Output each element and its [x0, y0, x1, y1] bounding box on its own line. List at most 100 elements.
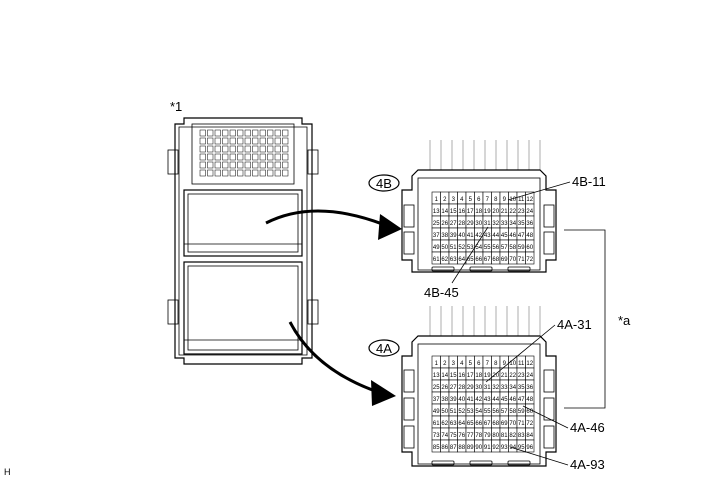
connector-4a-pin-number: 49: [433, 409, 440, 415]
connector-4b-pin-number: 45: [501, 233, 508, 239]
connector-4a-pin-number: 15: [450, 373, 457, 379]
connector-4a-pin-number: 92: [492, 445, 499, 451]
connector-4a-pin-number: 25: [433, 385, 440, 391]
ecu-terminal-grid: [199, 129, 289, 177]
arrow-to-4a: [288, 321, 396, 406]
connector-4a-pin-number: 18: [475, 373, 482, 379]
connector-4b-pin-number: 51: [450, 245, 457, 251]
ecu-terminal-cell: [222, 137, 229, 145]
connector-4b-pin-number: 63: [450, 257, 457, 263]
ecu-terminal-cell: [244, 169, 251, 177]
connector-4b-pin-number: 1: [435, 197, 439, 203]
connector-4b-cell: [525, 251, 535, 265]
connector-4a-pin-number: 35: [518, 385, 525, 391]
connector-4a-pin-number: 93: [501, 445, 508, 451]
ecu-terminal-cell: [199, 129, 206, 137]
connector-4b-pin-number: 6: [477, 197, 481, 203]
connector-4b-pin-number: 18: [475, 209, 482, 215]
connector-4a-pin-number: 53: [467, 409, 474, 415]
ecu-terminal-cell: [282, 161, 289, 169]
connector-4a-pin-number: 96: [526, 445, 533, 451]
connector-4b-pin-number: 16: [458, 209, 465, 215]
connector-4b-pin-number: 58: [509, 245, 516, 251]
connector-4a-pin-number: 2: [443, 361, 447, 367]
ecu-terminal-cell: [282, 153, 289, 161]
connector-4a-pin-number: 26: [441, 385, 448, 391]
ecu-terminal-cell: [274, 145, 281, 153]
ecu-terminal-cell: [274, 161, 281, 169]
ecu-terminal-cell: [214, 161, 221, 169]
connector-4b-pin-number: 72: [526, 257, 533, 263]
ecu-terminal-cell: [244, 145, 251, 153]
connector-4a-pin-number: 46: [509, 397, 516, 403]
connector-4b-pin-number: 59: [518, 245, 525, 251]
connector-4b-pin-number: 31: [484, 221, 491, 227]
ecu-terminal-cell: [199, 145, 206, 153]
connector-4b-pin-number: 47: [518, 233, 525, 239]
ecu-terminal-cell: [199, 153, 206, 161]
ecu-terminal-cell: [222, 161, 229, 169]
connector-4a-pin-number: 27: [450, 385, 457, 391]
connector-4a-pin-number: 70: [509, 421, 516, 427]
connector-4a-pin-number: 41: [467, 397, 474, 403]
label-star-1: *1: [170, 99, 182, 114]
connector-4b-pin-number: 5: [469, 197, 473, 203]
ecu-terminal-cell: [259, 129, 266, 137]
ecu-terminal-cell: [207, 137, 214, 145]
connector-4a-pin-number: 82: [509, 433, 516, 439]
connector-4a-pin-number: 32: [492, 385, 499, 391]
connector-4b-pin-number: 66: [475, 257, 482, 263]
callout-4b-11: 4B-11: [572, 174, 606, 189]
connector-4b-pin-number: 38: [441, 233, 448, 239]
connector-4b-pin-number: 27: [450, 221, 457, 227]
connector-4b-pin-number: 33: [501, 221, 508, 227]
connector-4a-pin-number: 37: [433, 397, 440, 403]
ecu-terminal-cell: [267, 153, 274, 161]
connector-4a-pin-number: 40: [458, 397, 465, 403]
callout-4a-31: 4A-31: [557, 317, 592, 332]
connector-4b-pin-number: 65: [467, 257, 474, 263]
connector-4b-pin-number: 17: [467, 209, 474, 215]
connector-4a-pin-number: 69: [501, 421, 508, 427]
connector-4a-pin-number: 73: [433, 433, 440, 439]
ecu-terminal-cell: [237, 145, 244, 153]
ecu-terminal-cell: [274, 153, 281, 161]
connector-4a-pin-number: 4: [460, 361, 464, 367]
ecu-terminal-cell: [214, 145, 221, 153]
connector-4b-pin-number: 40: [458, 233, 465, 239]
ecu-terminal-cell: [252, 169, 259, 177]
connector-4b-pin-number: 64: [458, 257, 465, 263]
connector-4b-wires: [429, 140, 541, 170]
connector-4b-pin-number: 49: [433, 245, 440, 251]
connector-4a-pin-number: 80: [492, 433, 499, 439]
connector-4b-pin-number: 53: [467, 245, 474, 251]
ecu-terminal-cell: [237, 137, 244, 145]
connector-4b-pin-number: 8: [494, 197, 498, 203]
connector-4b-pin-number: 48: [526, 233, 533, 239]
ecu-terminal-cell: [282, 169, 289, 177]
connector-4a-pin-number: 91: [484, 445, 491, 451]
ecu-terminal-cell: [207, 129, 214, 137]
ecu-terminal-cell: [207, 169, 214, 177]
connector-4b-pin-number: 11: [518, 197, 525, 203]
connector-4a-pin-number: 88: [458, 445, 465, 451]
ecu-terminal-cell: [282, 145, 289, 153]
connector-4a-pin-number: 83: [518, 433, 525, 439]
connector-4a-pin-number: 54: [475, 409, 482, 415]
connector-4b-pin-number: 41: [467, 233, 474, 239]
connector-4b-pin-number: 69: [501, 257, 508, 263]
connector-4a-pin-number: 10: [509, 361, 516, 367]
connector-4a-pin-number: 90: [475, 445, 482, 451]
connector-4b-pin-number: 10: [509, 197, 516, 203]
connector-4a-pin-number: 89: [467, 445, 474, 451]
connector-4b-pin-number: 14: [441, 209, 448, 215]
connector-4a-pin-number: 47: [518, 397, 525, 403]
connector-4a-pin-number: 17: [467, 373, 474, 379]
ecu-terminal-cell: [259, 153, 266, 161]
connector-4b-pin-number: 60: [526, 245, 533, 251]
connector-4b-pin-number: 23: [518, 209, 525, 215]
connector-4a-pin-number: 14: [441, 373, 448, 379]
connector-4a-pin-number: 20: [492, 373, 499, 379]
ecu-housing: *1: [167, 99, 319, 365]
